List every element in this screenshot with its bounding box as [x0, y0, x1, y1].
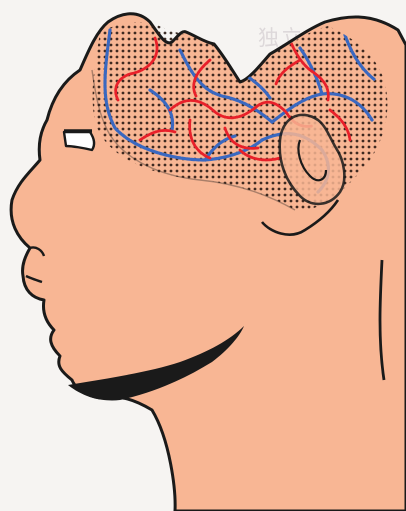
head-illustration: [0, 0, 406, 511]
medical-illustration: 独立させ高人 く: [0, 0, 406, 511]
